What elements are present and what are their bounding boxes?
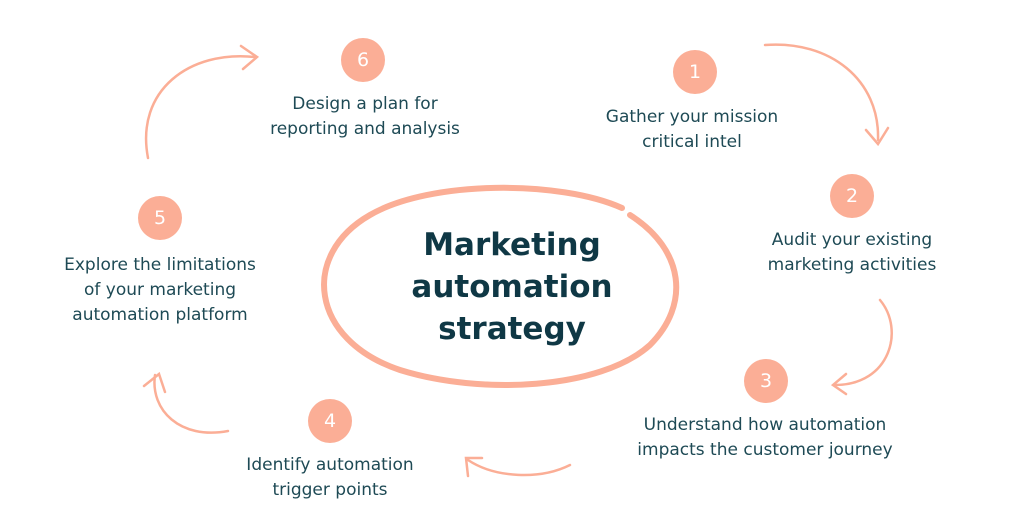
title-line: strategy <box>438 311 586 347</box>
arrow-4-to-5 <box>153 373 230 434</box>
step-line: of your marketing <box>83 280 237 300</box>
arrowhead <box>142 371 167 394</box>
step-2-badge: 2 <box>830 174 874 218</box>
arrowhead <box>864 126 890 147</box>
arrowhead <box>464 456 484 478</box>
step-line: Gather your mission <box>605 107 779 127</box>
arrow-3-to-4 <box>466 458 572 477</box>
step-4-text: Identify automation trigger points <box>246 453 413 503</box>
step-line: Design a plan for <box>292 94 438 114</box>
step-6-text: Design a plan for reporting and analysis <box>270 92 460 142</box>
step-1-badge: 1 <box>673 50 717 94</box>
arrow-6-to-1 <box>763 43 880 142</box>
diagram-title: Marketing automation strategy <box>411 224 612 350</box>
step-5-badge: 5 <box>138 196 182 240</box>
arrowhead <box>239 44 260 71</box>
arrow-5-to-6 <box>145 54 257 160</box>
title-line: automation <box>411 269 613 305</box>
step-line: trigger points <box>272 480 388 500</box>
step-line: Explore the limitations <box>64 255 256 275</box>
arrow-2-to-3 <box>833 298 893 387</box>
step-line: marketing activities <box>767 255 937 275</box>
step-2-text: Audit your existing marketing activities <box>768 228 937 278</box>
step-3-badge: 3 <box>744 359 788 403</box>
title-line: Marketing <box>423 227 601 263</box>
step-line: automation platform <box>72 305 248 325</box>
arrowhead <box>830 372 848 396</box>
step-6-badge: 6 <box>341 38 385 82</box>
step-5-text: Explore the limitations of your marketin… <box>64 253 256 328</box>
step-line: impacts the customer journey <box>637 440 893 460</box>
step-4-badge: 4 <box>308 399 352 443</box>
step-line: reporting and analysis <box>270 119 460 139</box>
step-line: Identify automation <box>246 455 414 475</box>
step-1-text: Gather your mission critical intel <box>606 105 778 155</box>
step-line: Understand how automation <box>643 415 887 435</box>
step-line: critical intel <box>642 132 742 152</box>
step-line: Audit your existing <box>771 230 933 250</box>
step-3-text: Understand how automation impacts the cu… <box>637 413 892 463</box>
center-ellipse <box>321 184 680 388</box>
